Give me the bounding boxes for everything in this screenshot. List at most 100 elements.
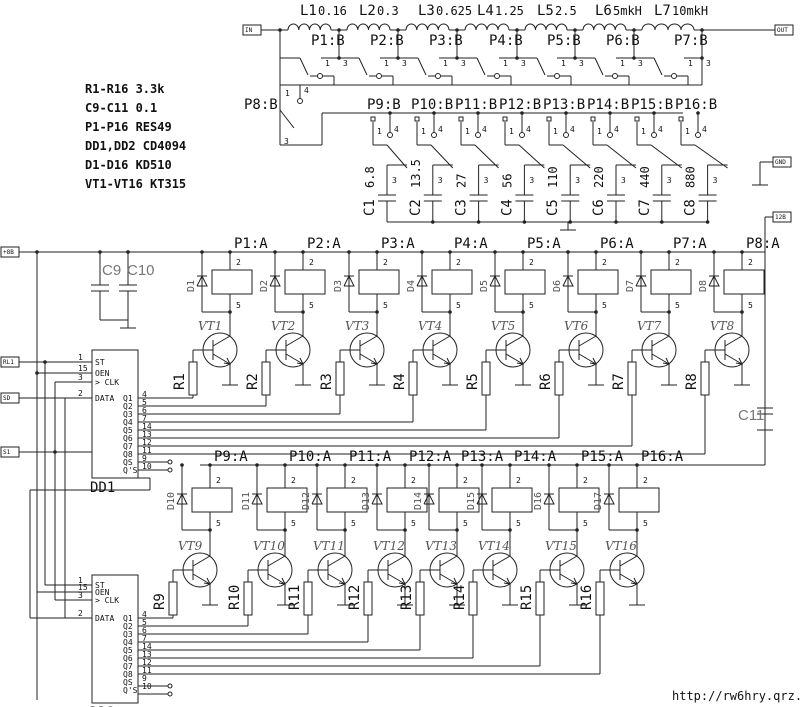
chip-pin-name: Q5 (123, 426, 133, 435)
pin-number: 4 (526, 125, 531, 134)
chip-pin-name: Q7 (123, 442, 133, 451)
pin-number: 2 (643, 476, 648, 485)
relay-label: P1:A (234, 236, 268, 252)
pin-number: 1 (465, 127, 470, 136)
contact-terminal-icon (634, 116, 640, 122)
pin-number: 5 (675, 301, 680, 310)
resistor-label: R13 (399, 585, 415, 610)
pin-number: 5 (411, 519, 416, 528)
contact-label: P4:B (489, 33, 523, 49)
junction-dot (564, 111, 568, 115)
port-in: IN (245, 27, 253, 34)
pin-number: 1 (620, 59, 625, 68)
contact-terminal-icon (494, 73, 500, 79)
chip-pin-name: Q8 (123, 450, 133, 459)
component-note: DD1,DD2 CD4094 (85, 139, 186, 153)
pin-number: 1 (503, 59, 508, 68)
inductor-ref: L5 (537, 3, 554, 19)
inductor-ref: L2 (359, 3, 376, 19)
pin-number: 5 (748, 301, 753, 310)
pin-number: 2 (309, 258, 314, 267)
pin-number: 1 (688, 59, 693, 68)
resistor-icon (415, 581, 425, 616)
diode-icon (311, 492, 323, 505)
port-sd: SD (3, 395, 11, 402)
author-url: http://rw6hry.qrz.ru (672, 689, 800, 703)
pin-number: 2 (216, 476, 221, 485)
relay-coil (431, 269, 473, 295)
capacitor-ref: C10 (127, 262, 155, 279)
transistor-emitter (651, 353, 670, 365)
chip-pin-number: 13 (142, 650, 152, 659)
resistor-label: R3 (319, 373, 335, 390)
contact-label: P10:B (411, 97, 453, 113)
capacitor-value: 880 (684, 166, 698, 188)
transistor-label: VT11 (313, 539, 345, 553)
capacitor-value: 56 (500, 174, 514, 188)
chip-pin-number: 5 (142, 398, 147, 407)
inductor-ref: L4 (477, 3, 494, 19)
junction-dot (388, 111, 392, 115)
diode-icon (489, 274, 501, 287)
pin-number: 3 (713, 176, 718, 185)
diode-icon (196, 274, 208, 287)
inductor-value: 5mkH (613, 4, 642, 18)
contact-terminal-icon (590, 116, 596, 122)
contact-terminal-icon (519, 132, 525, 138)
transistor-emitter (492, 573, 511, 585)
inductor-value: 0.625 (436, 4, 472, 18)
pin-number: 2 (411, 476, 416, 485)
contact-terminal-icon (414, 116, 420, 122)
inductor-l1-icon (287, 23, 332, 31)
contact-label: P15:B (631, 97, 673, 113)
contact-blade (594, 57, 604, 76)
pin-number: 2 (748, 258, 753, 267)
relay-coil (491, 487, 533, 513)
resistor-label: R14 (452, 585, 468, 610)
inductor-ref: L7 (654, 3, 671, 19)
contact-terminal-icon (554, 73, 560, 79)
inductor-value: 0.3 (377, 4, 399, 18)
resistor-icon (363, 581, 373, 616)
relay-coil (558, 487, 600, 513)
resistor-icon (408, 361, 418, 396)
pin-number: 5 (529, 301, 534, 310)
chip-pin-name: QS (123, 458, 133, 467)
contact-terminal-icon (671, 73, 677, 79)
transistor-collector (559, 555, 578, 567)
pin-number: 2 (291, 476, 296, 485)
transistor-collector (439, 555, 458, 567)
chip-pin-name: Q4 (123, 418, 133, 427)
inductor-value: 10mkH (672, 4, 708, 18)
diode-icon (635, 274, 647, 287)
pin-number: 5 (351, 519, 356, 528)
capacitor-value: 27 (455, 174, 469, 188)
chip-pin-name: Q1 (123, 394, 133, 403)
transistor-collector (387, 555, 406, 567)
junction-dot (35, 371, 39, 375)
chip-pin-number: 11 (142, 666, 152, 675)
resistor-icon (188, 361, 198, 396)
diode-label: D2 (259, 280, 270, 292)
diode-icon (251, 492, 263, 505)
diode-icon (562, 274, 574, 287)
diode-label: D10 (166, 492, 177, 510)
pin-number: 5 (291, 519, 296, 528)
chip-pin-name: Q2 (123, 402, 133, 411)
transistor-label: VT12 (373, 539, 405, 553)
diode-icon (708, 274, 720, 287)
chip-pin-number: 3 (78, 591, 83, 600)
chip-pin-number: 7 (142, 414, 147, 423)
inductor-l6-icon (582, 23, 627, 31)
diode-label: D3 (333, 280, 344, 292)
junction-dot (432, 111, 436, 115)
chip-pin-number: 2 (78, 389, 83, 398)
resistor-icon (303, 581, 313, 616)
chip-pin-name: DATA (95, 614, 114, 623)
chip-pin-number: 9 (142, 454, 147, 463)
pin-number: 5 (216, 519, 221, 528)
transistor-label: VT1 (198, 319, 222, 333)
contact-blade (694, 144, 728, 169)
capacitor-ref: C5 (545, 199, 561, 216)
transistor-emitter (505, 353, 524, 365)
